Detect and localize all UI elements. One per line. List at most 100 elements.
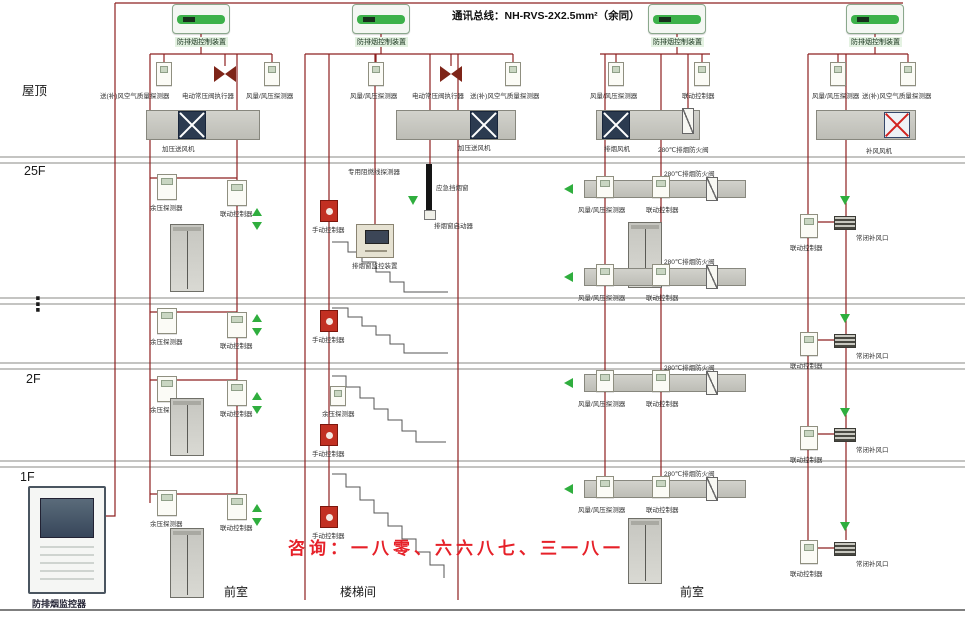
flow-pressure-detector-25f-label: 风量/风压探测器 [578,207,626,214]
flow-pressure-detector-4 [830,62,846,86]
linkage-controller-25f [227,180,247,206]
valve-actuator-1-label: 电动常压阀执行器 [182,93,234,100]
flow-pressure-detector-25f [596,176,614,198]
pressure-detector-stairwell-label: 余压探测器 [322,411,355,418]
flow-pressure-detector-1f-label: 风量/风压探测器 [578,507,626,514]
pressure-detector-stairwell [330,386,346,406]
linkage-controller-1f-label: 联动控制器 [220,525,253,532]
air-quality-detector-2 [505,62,521,86]
flow-pressure-detector-2f-label: 风量/风压探测器 [578,401,626,408]
air-quality-detector-1 [156,62,172,86]
manual-controller-25f-label: 手动控制器 [312,227,345,234]
linkage-controller-mid [227,312,247,338]
emergency-smoke-window-bar [426,164,432,210]
fire-damper-2f [706,371,718,395]
pressure-detector-25f [157,174,177,200]
smoke-control-unit-2 [352,4,410,34]
floor-label-1f: 1F [20,470,35,484]
smoke-control-unit-1 [172,4,230,34]
zone-label-front-right: 前室 [680,585,705,599]
pressure-detector-mid [157,308,177,334]
fan-exhaust [602,111,630,139]
makeup-air-inlet-2f-label: 常闭补风口 [856,447,889,454]
flow-pressure-detector-2 [368,62,384,86]
stairs [332,241,448,578]
flow-pressure-detector-mid [596,264,614,286]
fire-damper-1f [706,477,718,501]
linkage-controller-2f [227,380,247,406]
smoke-control-unit-1-label: 防排烟控制装置 [175,37,228,47]
linkage-controller-right-1f [652,476,670,498]
makeup-air-inlet-mid-label: 常闭补风口 [856,353,889,360]
flow-pressure-detector-1-label: 风量/风压探测器 [246,93,294,100]
smoke-control-unit-3 [648,4,706,34]
floor-label-dots: ⋮ [28,294,48,316]
manual-controller-2f [320,424,338,446]
floor-label-2f: 2F [26,372,41,386]
makeup-air-inlet-mid [834,334,856,348]
makeup-air-inlet-1f-label: 常闭补风口 [856,561,889,568]
pressure-detector-mid-label: 余压探测器 [150,339,183,346]
smoke-window-starter-box [424,210,436,220]
smoke-control-unit-2-label: 防排烟控制装置 [355,37,408,47]
duct-pressurize-2 [396,110,516,140]
linkage-controller-2f-label: 联动控制器 [220,411,253,418]
label-damper-mid: 280℃排烟防火阀 [664,259,715,266]
makeup-air-inlet-2f [834,428,856,442]
linkage-controller-1f [227,494,247,520]
manual-controller-1f [320,506,338,528]
linkage-controller-right-25f [652,176,670,198]
smoke-monitor-cabinet [28,486,106,594]
manual-controller-2f-label: 手动控制器 [312,451,345,458]
down-arrow-far-2f [840,408,850,420]
flow-pressure-detector-1f [596,476,614,498]
linkage-controller-far-mid-label: 联动控制器 [790,363,823,370]
fan-makeup [884,112,910,138]
flow-pressure-detector-3 [608,62,624,86]
air-quality-detector-3-label: 送(补)风空气质量探测器 [862,93,932,100]
fire-damper-mid [706,265,718,289]
bus-label: 通讯总线：NH-RVS-2X2.5mm²（余同） [452,10,640,22]
zone-label-front-left: 前室 [224,585,249,599]
manual-controller-25f [320,200,338,222]
left-arrow-25f [564,184,576,194]
fan-pressurize-2 [470,111,498,139]
flow-pressure-detector-1 [264,62,280,86]
pressure-detector-1f [157,490,177,516]
smoke-window-monitor-label: 排烟窗监控装置 [352,263,398,270]
smoke-control-unit-4 [846,4,904,34]
smoke-window-monitor [356,224,394,258]
linkage-controller-25f-label: 联动控制器 [220,211,253,218]
air-quality-detector-1-label: 送(补)风空气质量探测器 [100,93,170,100]
linkage-controller-far-25f [800,214,818,238]
linkage-controller-right-2f-label: 联动控制器 [646,401,679,408]
updown-arrow-25f [252,208,262,230]
label-emergency-smoke-window: 应急挡烟窗 [436,185,469,192]
down-arrow-far-1f [840,522,850,534]
left-arrow-1f [564,484,576,494]
valve-actuator-1 [214,66,236,82]
manual-controller-mid-label: 手动控制器 [312,337,345,344]
linkage-controller-far-1f-label: 联动控制器 [790,571,823,578]
smoke-control-unit-3-label: 防排烟控制装置 [651,37,704,47]
label-damper-1f: 280℃排烟防火阀 [664,471,715,478]
updown-arrow-mid [252,314,262,336]
makeup-air-inlet-1f [834,542,856,556]
flow-pressure-detector-mid-label: 风量/风压探测器 [578,295,626,302]
linkage-controller-far-1f [800,540,818,564]
watermark-text: 咨询：一八零、六六八七、三一八一 [288,539,624,558]
floor-lines [0,156,965,611]
zone-label-stairwell: 楼梯间 [340,585,377,599]
label-damper-roof: 280℃排烟防火阀 [658,147,709,154]
fan-pressurize-1 [178,111,206,139]
down-arrow-far-mid [840,314,850,326]
linkage-controller-right-1f-label: 联动控制器 [646,507,679,514]
linkage-controller-far-2f [800,426,818,450]
label-smoke-window-starter: 排烟窗启动器 [434,223,473,230]
elevator-2f [170,398,204,456]
down-arrow-stairwell [408,196,418,208]
linkage-controller-far-25f-label: 联动控制器 [790,245,823,252]
pressure-detector-25f-label: 余压探测器 [150,205,183,212]
flow-pressure-detector-2-label: 风量/风压探测器 [350,93,398,100]
